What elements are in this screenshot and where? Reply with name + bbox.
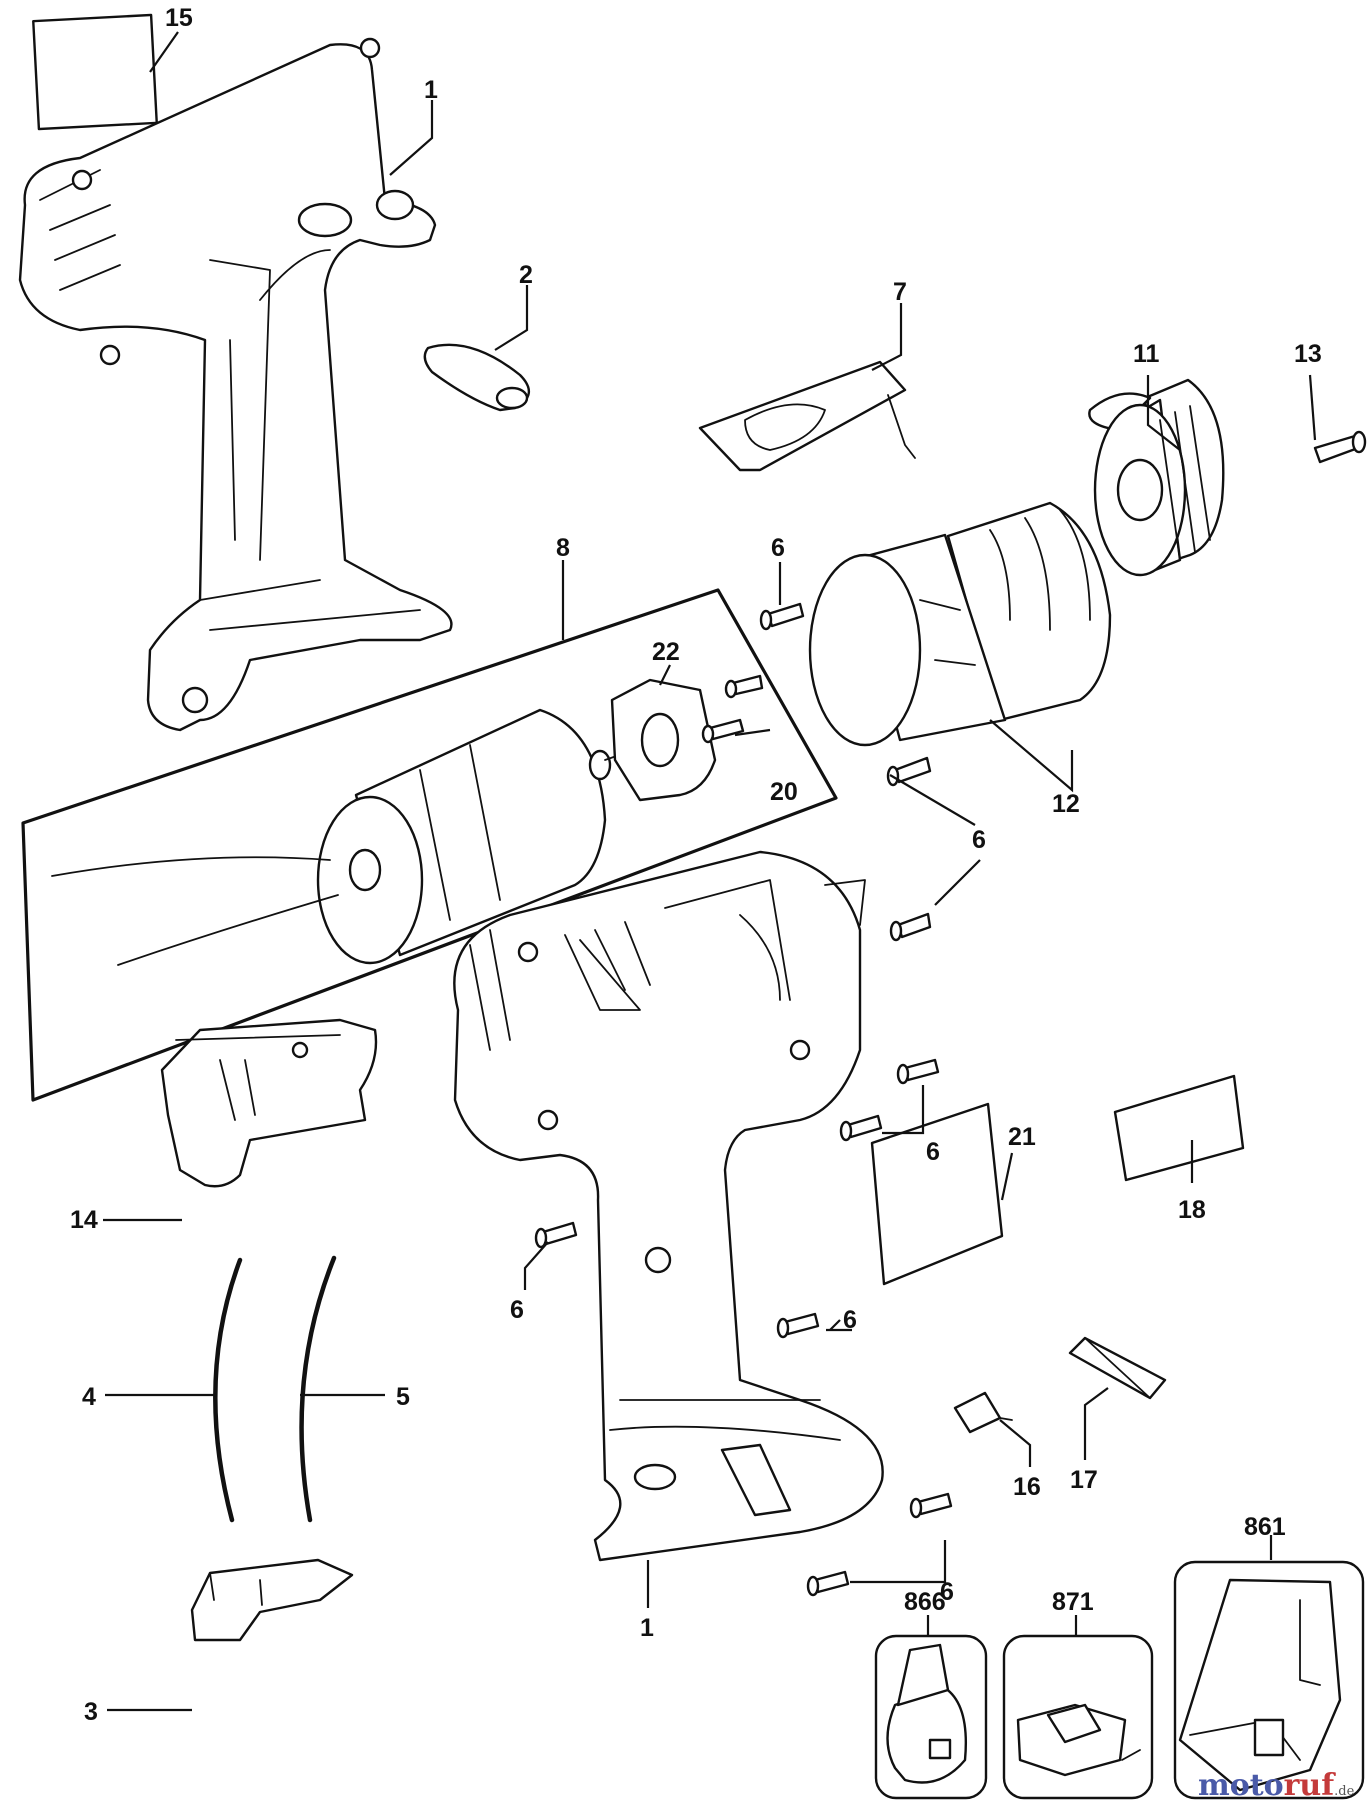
callout-6: 6: [972, 826, 986, 854]
leader-lines: [103, 31, 1317, 1712]
callout-18: 18: [1178, 1196, 1206, 1224]
callout-12: 12: [1052, 790, 1080, 818]
callout-6: 6: [940, 1578, 954, 1606]
part-6-screw-f: [776, 1312, 820, 1339]
leader-lines-extra: [829, 1319, 841, 1331]
part-6-screw-d: [839, 1058, 940, 1142]
watermark-moto: motoruf.de: [1198, 1768, 1355, 1800]
part-17-bit: [1068, 1336, 1167, 1400]
callout-17: 17: [1070, 1466, 1098, 1494]
part-13-screw: [1313, 430, 1367, 464]
part-8-motor-assembly: [21, 588, 838, 1102]
part-2-slide-button: [423, 343, 530, 412]
callout-3: 3: [84, 1698, 98, 1726]
part-861-case: [1173, 1560, 1365, 1800]
callout-861: 861: [1244, 1513, 1286, 1541]
part-6-screw-c: [889, 912, 932, 942]
watermark: motoruf.de: [1198, 1768, 1355, 1800]
part-14-switch: [160, 1018, 378, 1188]
callout-2: 2: [519, 261, 533, 289]
callout-13: 13: [1294, 340, 1322, 368]
part-18-label: [1113, 1074, 1245, 1182]
part-7-clip: [698, 360, 916, 472]
part-20-motor-screws: [701, 674, 764, 744]
part-4-wire: [213, 1257, 243, 1523]
part-22-end-plate: [610, 678, 717, 802]
part-21-label: [870, 1102, 1004, 1286]
callout-1: 1: [424, 76, 438, 104]
part-6-screw-a: [759, 602, 805, 631]
part-871-charger: [1002, 1634, 1154, 1800]
callout-6: 6: [926, 1138, 940, 1166]
callout-11: 11: [1133, 340, 1160, 368]
callout-16: 16: [1013, 1473, 1041, 1501]
callout-21: 21: [1008, 1123, 1036, 1151]
callout-20: 20: [770, 778, 798, 806]
callout-22: 22: [652, 638, 680, 666]
callout-1: 1: [640, 1614, 654, 1642]
part-6-screw-b: [886, 756, 932, 787]
part-3-terminal-block: [190, 1558, 354, 1642]
callout-labels: 15 1 2 7 11 13 8 6 22 20 12 6 6 14 21 18…: [70, 4, 1322, 1726]
part-5-wire: [299, 1255, 337, 1523]
part-11-chuck: [1088, 378, 1225, 577]
callout-14: 14: [70, 1206, 98, 1234]
callout-866: 866: [904, 1588, 946, 1616]
callout-6: 6: [843, 1306, 857, 1334]
part-16-clip: [953, 1391, 1013, 1434]
part-1-housing-right-half: [453, 850, 884, 1562]
part-6-screw-g: [806, 1492, 953, 1597]
part-15-label-sticker: [32, 13, 158, 131]
part-866-battery: [874, 1634, 988, 1800]
callout-7: 7: [893, 278, 907, 306]
callout-5: 5: [396, 1383, 410, 1411]
callout-4: 4: [82, 1383, 96, 1411]
callout-15: 15: [165, 4, 193, 32]
callout-6: 6: [771, 534, 785, 562]
callout-871: 871: [1052, 1588, 1094, 1616]
part-1-housing-left-half: [18, 37, 453, 732]
callout-8: 8: [556, 534, 570, 562]
part-12-gearbox: [808, 501, 1112, 747]
callout-6: 6: [510, 1296, 524, 1324]
part-6-screw-e: [534, 1221, 578, 1249]
